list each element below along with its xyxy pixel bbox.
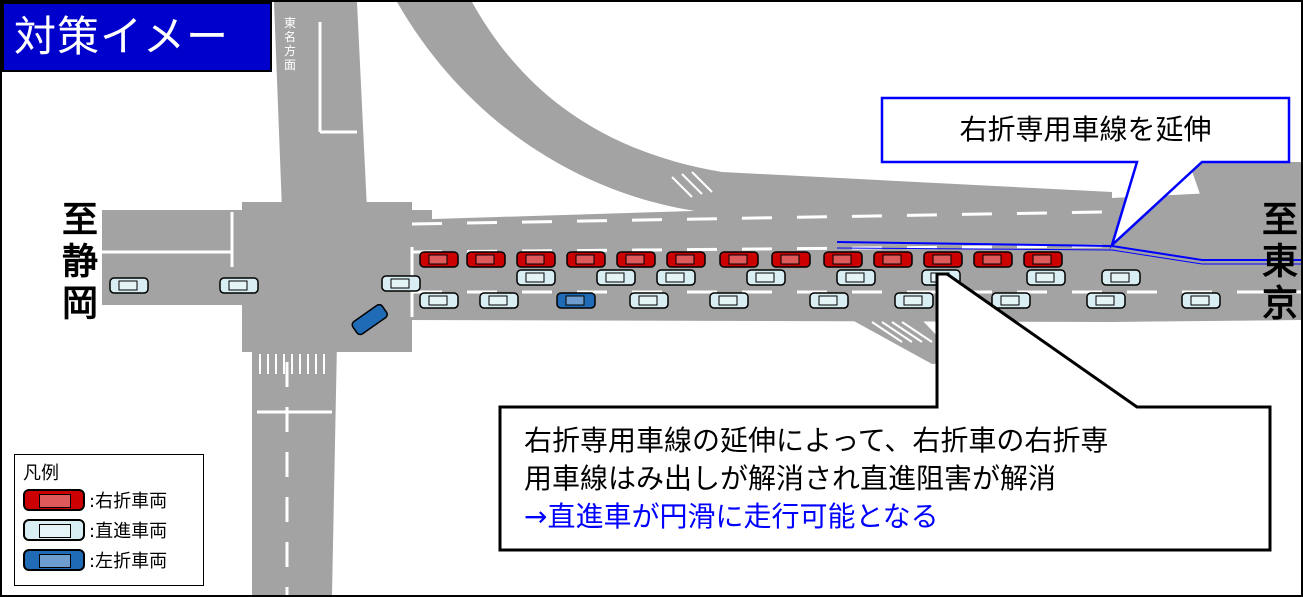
curved-ramp	[397, 2, 1112, 217]
vehicle-window	[665, 272, 685, 283]
vehicle-window	[675, 254, 695, 265]
vehicle-window	[575, 254, 595, 265]
legend-title: 凡例	[23, 463, 59, 484]
vehicle-window	[1095, 295, 1115, 306]
extended-lane-highlight	[836, 241, 1301, 261]
page-title: 対策イメージ	[2, 2, 272, 127]
vehicle-window	[845, 272, 865, 283]
callout-bottom-shape	[498, 272, 1272, 552]
vehicle-window	[390, 278, 410, 289]
vehicle-window	[1000, 295, 1020, 306]
lane-line	[411, 244, 1103, 254]
vehicle-window	[1032, 254, 1052, 265]
vehicle-window	[1190, 295, 1210, 306]
destination-west: 至静岡	[56, 200, 97, 326]
south-road	[252, 342, 337, 595]
lane-line	[411, 210, 1103, 226]
legend-label: :直進車両	[89, 521, 168, 542]
vehicles	[109, 251, 1221, 336]
legend-item-straight: :直進車両	[23, 517, 167, 543]
vehicle-window	[982, 254, 1002, 265]
callout-top-shape	[880, 96, 1291, 250]
legend-label: :左折車両	[89, 551, 168, 572]
legend-label: :右折車両	[89, 491, 168, 512]
vehicle-window	[428, 295, 448, 306]
vehicle-window	[1035, 272, 1055, 283]
callout-bottom-line2: 用車線はみ出しが解消され直進阻害が解消	[524, 462, 1057, 495]
lane-markings	[102, 22, 1301, 595]
car-icon	[23, 519, 85, 541]
southeast-wedge	[852, 320, 962, 364]
car-icon	[23, 489, 85, 511]
extended-lane-highlight	[836, 247, 1301, 265]
vehicle-window	[818, 295, 838, 306]
vehicle-window	[525, 272, 545, 283]
vehicle-window	[565, 295, 585, 306]
car-icon	[23, 549, 85, 571]
vehicle-window	[755, 272, 775, 283]
crosswalk	[259, 354, 325, 374]
vehicle-window	[1110, 272, 1130, 283]
vehicle-window	[903, 295, 923, 306]
callout-bottom-line3: →直進車が円滑に走行可能となる	[524, 500, 939, 533]
vehicle-left-turn	[351, 303, 388, 336]
vehicle-window	[118, 280, 138, 291]
vehicle-window	[475, 254, 495, 265]
zebra-zone	[671, 171, 933, 343]
vehicle-window	[728, 254, 748, 265]
legend: 凡例 :右折車両 :直進車両 :左折車両	[14, 454, 204, 586]
vehicle-window	[882, 254, 902, 265]
vehicle-window	[832, 254, 852, 265]
vehicle-window	[625, 254, 645, 265]
road-marking-text: 東名方面	[284, 16, 297, 72]
vehicle-window	[605, 272, 625, 283]
vehicle-window	[932, 254, 952, 265]
destination-east: 至東京	[1256, 200, 1297, 326]
vehicle-window	[488, 295, 508, 306]
vehicle-window	[428, 254, 448, 265]
vehicle-window	[525, 254, 545, 265]
legend-item-right-turn: :右折車両	[23, 487, 167, 513]
vehicle-window	[638, 295, 658, 306]
vehicle-window	[718, 295, 738, 306]
vehicle-window	[228, 280, 248, 291]
legend-item-left-turn: :左折車両	[23, 547, 167, 573]
vehicle-window	[780, 254, 800, 265]
callout-bottom-line1: 右折専用車線の延伸によって、右折車の右折専	[524, 424, 1109, 457]
callout-top-text: 右折専用車線を延伸	[959, 113, 1212, 146]
